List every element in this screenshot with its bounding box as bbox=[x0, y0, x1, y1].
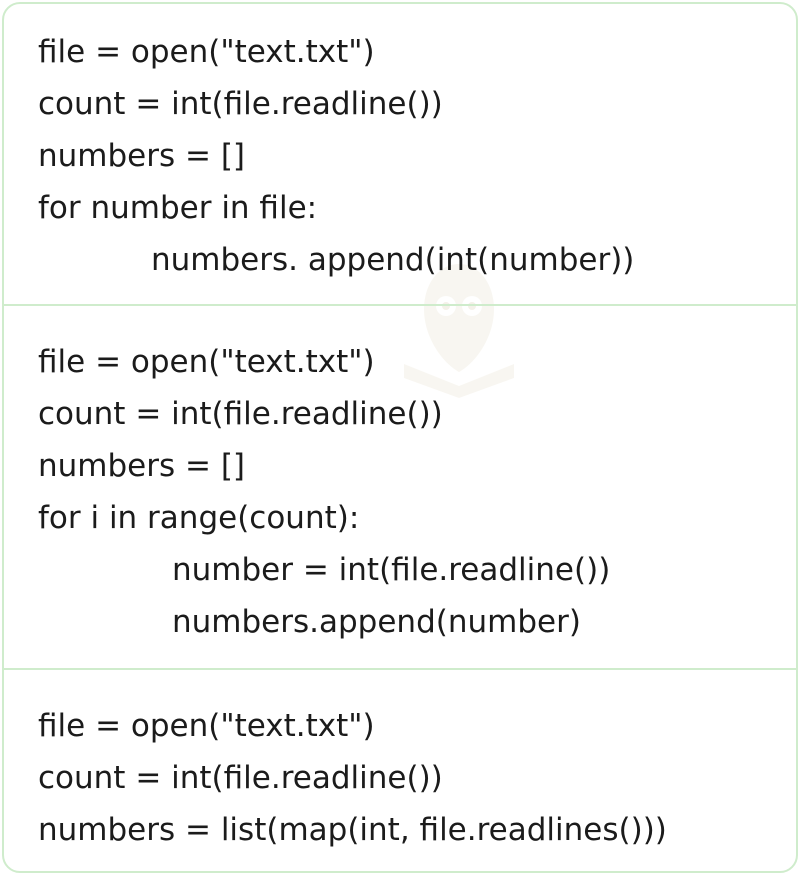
code-line: numbers.append(number) bbox=[172, 604, 581, 640]
code-line: count = int(file.readline()) bbox=[38, 86, 443, 122]
code-line: file = open("text.txt") bbox=[38, 708, 375, 744]
section-divider bbox=[4, 668, 796, 670]
owl-watermark-icon bbox=[404, 264, 514, 398]
code-block-2: file = open("text.txt") count = int(file… bbox=[4, 306, 796, 668]
code-line: file = open("text.txt") bbox=[38, 34, 375, 70]
code-line: number = int(file.readline()) bbox=[172, 552, 611, 588]
code-line: file = open("text.txt") bbox=[38, 344, 375, 380]
code-line: count = int(file.readline()) bbox=[38, 396, 443, 432]
code-line: count = int(file.readline()) bbox=[38, 760, 443, 796]
code-line: numbers = [] bbox=[38, 138, 246, 174]
code-line: for i in range(count): bbox=[38, 500, 360, 536]
code-block-1: file = open("text.txt") count = int(file… bbox=[4, 4, 796, 304]
code-line: numbers = [] bbox=[38, 448, 246, 484]
code-block-3: file = open("text.txt") count = int(file… bbox=[4, 670, 796, 870]
code-line: numbers. append(int(number)) bbox=[151, 242, 635, 278]
code-line: numbers = list(map(int, file.readlines()… bbox=[38, 812, 667, 848]
section-divider bbox=[4, 304, 796, 306]
code-line: for number in file: bbox=[38, 190, 318, 226]
